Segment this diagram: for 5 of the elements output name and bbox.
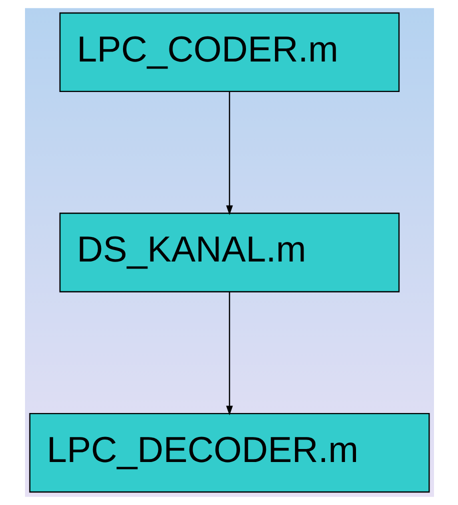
node-box: LPC_CODER.m [58, 12, 400, 92]
arrow [226, 292, 232, 416]
node-box: DS_KANAL.m [58, 212, 400, 292]
node-box: LPC_DECODER.m [28, 412, 430, 493]
arrow [226, 92, 232, 216]
